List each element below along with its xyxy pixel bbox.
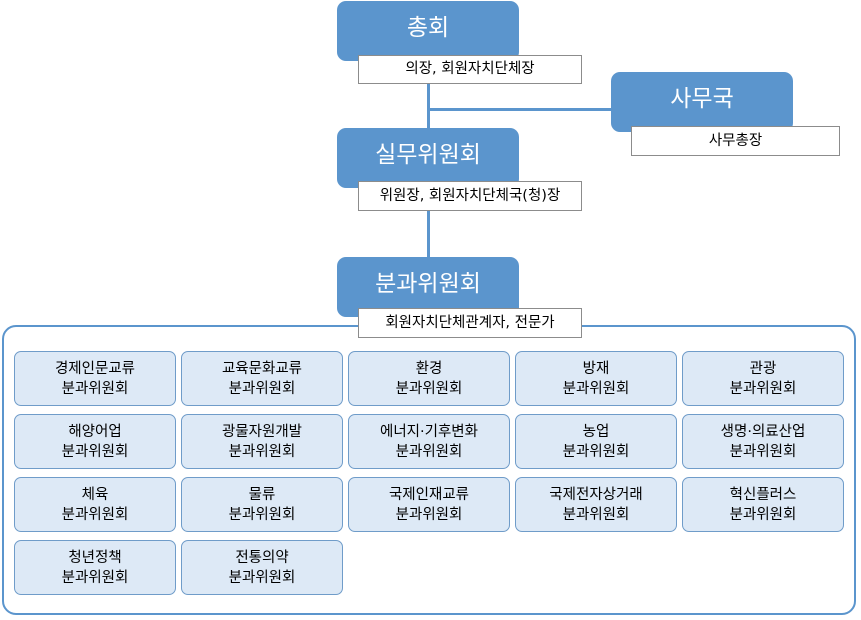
committee-suffix: 분과위원회 <box>61 569 129 586</box>
committee-name: 청년정책 <box>68 549 122 566</box>
committee-name: 교육문화교류 <box>221 360 303 377</box>
general-assembly-node: 총회 <box>337 1 519 61</box>
committee-name: 국제전자상거래 <box>549 486 643 503</box>
committee-name: 해양어업 <box>68 423 122 440</box>
committee-name: 경제인문교류 <box>54 360 136 377</box>
subcommittee-title: 분과위원회 <box>375 271 481 297</box>
committee-name: 체육 <box>81 486 109 503</box>
committee-name: 관광 <box>749 360 777 377</box>
committee-suffix: 분과위원회 <box>562 380 630 397</box>
committee-name: 광물자원개발 <box>221 423 303 440</box>
connector-working-subcommittee <box>427 211 430 259</box>
committee-name: 생명·의료산업 <box>720 423 806 440</box>
committee-name: 농업 <box>582 423 610 440</box>
committee-name: 물류 <box>248 486 276 503</box>
secretariat-node: 사무국 <box>611 72 793 132</box>
committee-suffix: 분과위원회 <box>228 569 296 586</box>
secretariat-title: 사무국 <box>670 86 734 112</box>
committee-suffix: 분과위원회 <box>228 443 296 460</box>
committee-name: 에너지·기후변화 <box>380 423 478 440</box>
committee-name: 국제인재교류 <box>388 486 470 503</box>
committee-suffix: 분과위원회 <box>729 506 797 523</box>
committee-name: 전통의약 <box>235 549 289 566</box>
subcommittee-node: 분과위원회 <box>337 257 519 317</box>
committee-name: 혁신플러스 <box>729 486 797 503</box>
committee-suffix: 분과위원회 <box>228 506 296 523</box>
committee-suffix: 분과위원회 <box>61 506 129 523</box>
connector-secretariat <box>427 108 612 111</box>
working-committee-title: 실무위원회 <box>375 142 481 168</box>
committee-suffix: 분과위원회 <box>729 443 797 460</box>
committee-suffix: 분과위원회 <box>729 380 797 397</box>
working-committee-role: 위원장, 회원자치단체국(청)장 <box>358 181 582 211</box>
committee-suffix: 분과위원회 <box>395 506 463 523</box>
committee-suffix: 분과위원회 <box>61 380 129 397</box>
committee-suffix: 분과위원회 <box>61 443 129 460</box>
secretariat-role: 사무총장 <box>631 126 840 156</box>
working-committee-node: 실무위원회 <box>337 128 519 188</box>
general-assembly-role: 의장, 회원자치단체장 <box>358 55 582 84</box>
general-assembly-title: 총회 <box>406 15 450 41</box>
committee-suffix: 분과위원회 <box>395 443 463 460</box>
committee-suffix: 분과위원회 <box>562 443 630 460</box>
committee-suffix: 분과위원회 <box>562 506 630 523</box>
committee-name: 환경 <box>415 360 443 377</box>
connector-general-working <box>427 78 430 130</box>
subcommittee-role: 회원자치단체관계자, 전문가 <box>358 308 582 338</box>
committee-name: 방재 <box>582 360 610 377</box>
committee-suffix: 분과위원회 <box>228 380 296 397</box>
committee-suffix: 분과위원회 <box>395 380 463 397</box>
